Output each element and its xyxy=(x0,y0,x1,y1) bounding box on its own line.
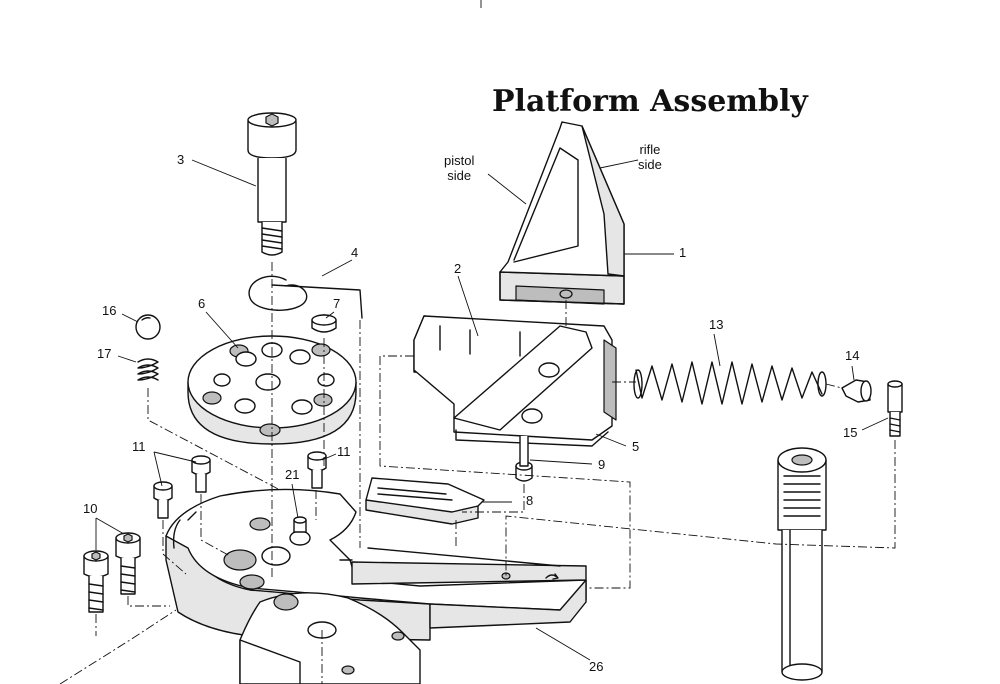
pistol-side-annotation: pistol side xyxy=(444,153,475,183)
part-8-insert xyxy=(365,477,485,525)
part-14-plunger xyxy=(841,379,872,403)
part-label-6: 6 xyxy=(198,296,206,311)
part-label-9: 9 xyxy=(598,457,606,472)
part-16-ball xyxy=(135,314,161,340)
part-label-4: 4 xyxy=(351,245,359,260)
part-label-3: 3 xyxy=(177,152,185,167)
part-label-21: 21 xyxy=(285,467,300,482)
part-label-16: 16 xyxy=(102,303,117,318)
part-21-pin xyxy=(293,516,307,533)
part-label-14: 14 xyxy=(845,348,860,363)
part-label-2: 2 xyxy=(454,261,462,276)
part-label-1: 1 xyxy=(679,245,687,260)
center-lines xyxy=(59,262,896,684)
part-label-7: 7 xyxy=(333,296,341,311)
part-label-8: 8 xyxy=(526,493,534,508)
diagram-title: Platform Assembly xyxy=(492,84,808,119)
part-10-screws xyxy=(83,532,141,613)
leader-lines xyxy=(95,159,889,661)
rifle-side-annotation: rifle side xyxy=(638,142,662,172)
part-label-5: 5 xyxy=(632,439,640,454)
part-26-base xyxy=(165,488,587,684)
part-label-11a: 11 xyxy=(132,439,146,454)
part-4-wire-clip xyxy=(248,275,363,319)
part-label-13: 13 xyxy=(709,317,724,332)
part-3-shoulder-bolt xyxy=(247,112,297,256)
post-tube xyxy=(777,447,827,681)
part-11-screws xyxy=(153,451,327,519)
part-1-case-guide xyxy=(499,121,625,305)
part-2-slide-body xyxy=(413,315,617,447)
part-label-15: 15 xyxy=(843,425,858,440)
part-9-screw xyxy=(515,436,533,482)
part-label-26: 26 xyxy=(589,659,604,674)
part-17-spring xyxy=(137,358,159,381)
part-label-17: 17 xyxy=(97,346,112,361)
part-13-spring xyxy=(633,361,827,405)
part-label-10: 10 xyxy=(83,501,98,516)
part-15-set-screw xyxy=(887,380,903,437)
part-6-shell-plate xyxy=(187,335,357,445)
part-label-11b: 11 xyxy=(337,444,351,459)
part-7-detent xyxy=(311,314,337,333)
